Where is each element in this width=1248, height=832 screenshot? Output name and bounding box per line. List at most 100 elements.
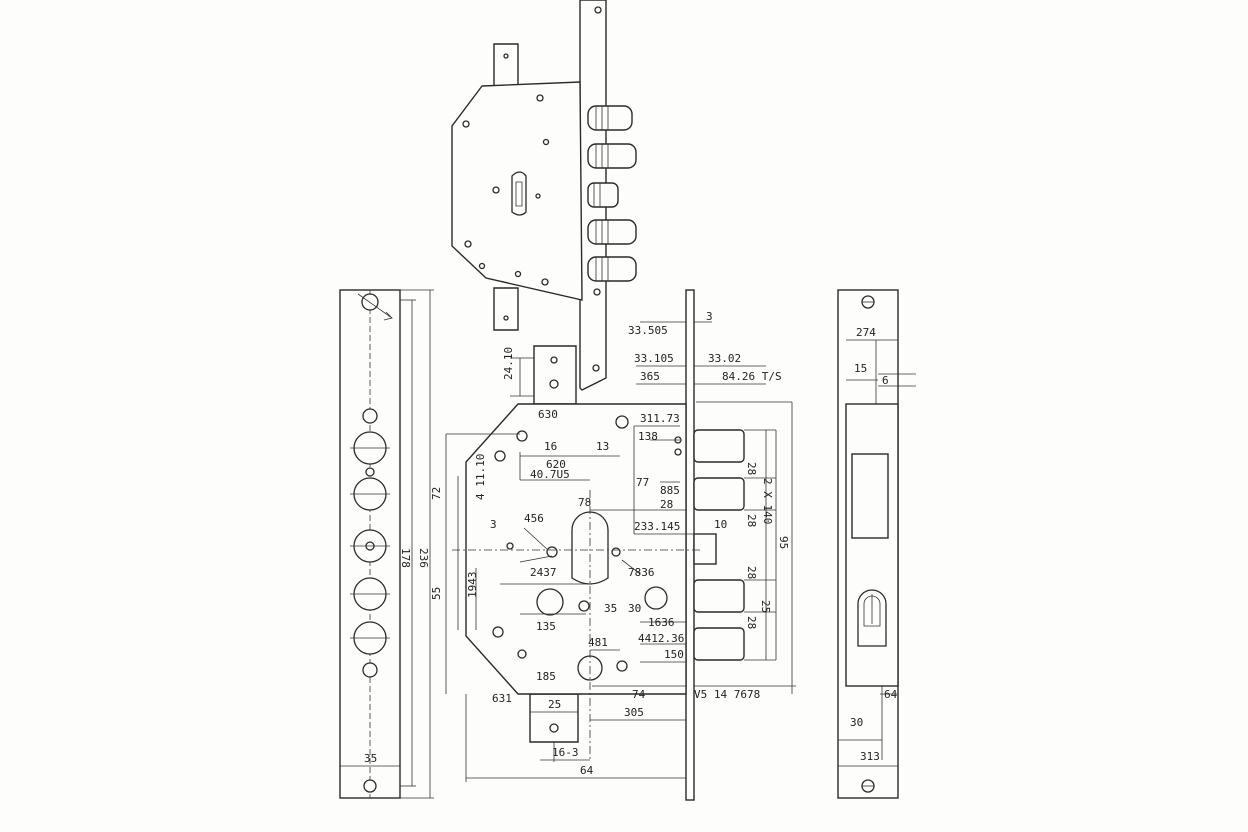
tab-hole-top: [503, 53, 509, 59]
strike-screw-bottom: [363, 779, 377, 793]
dim-138: 138: [638, 430, 658, 443]
dim-135: 135: [536, 620, 556, 633]
dim-r28c: 28: [745, 566, 758, 579]
dim-31173: 311.73: [640, 412, 680, 425]
main-bolts: [693, 429, 745, 661]
bolt: [693, 627, 745, 661]
cylinder-core: [863, 595, 881, 627]
screw: [462, 120, 470, 128]
screw: [464, 240, 472, 248]
screw: [514, 270, 522, 278]
dim-35-left: 35: [364, 752, 377, 765]
strike-cross-lines: [350, 447, 390, 639]
dim-r28d: 28: [745, 616, 758, 629]
dim-r95: 95: [777, 536, 790, 549]
dim-25: 25: [548, 698, 561, 711]
tab-top-hole: [549, 379, 559, 389]
faceplate-screw-bottom: [592, 364, 600, 372]
dim-r28a: 28: [745, 462, 758, 475]
dim-163: 16-3: [552, 746, 579, 759]
lock-perspective-view: [451, 0, 637, 391]
bolt: [587, 105, 633, 131]
dim-631: 631: [492, 692, 512, 705]
lock-front-view: 33.505 3 33.105 33.02 365 84.26 T/S 24.1…: [430, 289, 796, 801]
strike-hole: [362, 408, 378, 424]
dim-456: 456: [524, 512, 544, 525]
main-holes: [492, 415, 682, 681]
latch: [693, 533, 717, 565]
keyhole-inner: [515, 181, 523, 207]
faceplate-slot-top: [594, 6, 602, 14]
dim-1636: 1636: [648, 616, 675, 629]
tab-top-hole: [550, 356, 558, 364]
screw: [536, 94, 544, 102]
dim-236: 236: [417, 548, 430, 568]
bolt: [587, 143, 637, 169]
dim-30r: 30: [850, 716, 863, 729]
dim-274: 274: [856, 326, 876, 339]
screw: [478, 262, 486, 270]
screw: [542, 138, 550, 146]
dim-1943: 1943: [466, 572, 479, 599]
bolt: [693, 429, 745, 463]
dim-150: 150: [664, 648, 684, 661]
faceplate: [685, 289, 695, 801]
dim-15: 15: [854, 362, 867, 375]
side-dim-lines: [838, 339, 916, 767]
dim-64: 64: [580, 764, 594, 777]
dim-8426: 84.26 T/S: [722, 370, 782, 383]
dim-885: 885: [660, 484, 680, 497]
tab-top: [533, 345, 577, 405]
dim-r2x140: 2 X 140: [761, 478, 774, 524]
dim-185: 185: [536, 670, 556, 683]
dim-365: 365: [640, 370, 660, 383]
dim-13: 13: [596, 440, 609, 453]
dim-2437: 2437: [530, 566, 557, 579]
mount-tab-bottom: [493, 287, 519, 331]
dim-441236: 4412.36: [638, 632, 684, 645]
strike-plate-view: 178 236 35: [339, 289, 434, 799]
screw: [535, 193, 541, 199]
dim-4075: 40.7U5: [530, 468, 570, 481]
dim-33105: 33.105: [634, 352, 674, 365]
dim-r28b: 28: [745, 514, 758, 527]
dim-55: 55: [430, 587, 443, 600]
strike-hole: [362, 662, 378, 678]
dim-3b: 3: [490, 518, 497, 531]
bolt: [693, 477, 745, 511]
dim-620: 620: [546, 458, 566, 471]
dim-lines: [445, 321, 796, 782]
tab-bottom-hole: [549, 723, 559, 733]
dim-178: 178: [399, 548, 412, 568]
screw: [492, 186, 500, 194]
dim-7836: 7836: [628, 566, 655, 579]
dim-233145: 233.145: [634, 520, 680, 533]
case-screws: [462, 94, 550, 286]
dim-35: 35: [604, 602, 617, 615]
bolt-stack: [587, 105, 637, 282]
bolt: [587, 256, 637, 282]
dim-10: 10: [714, 518, 727, 531]
dim-313: 313: [860, 750, 880, 763]
dim-28: 28: [660, 498, 673, 511]
dim-va: V5 14 7678: [694, 688, 760, 701]
dim-6: 6: [882, 374, 889, 387]
dim-3: 3: [706, 310, 713, 323]
strike-screw: [365, 467, 375, 477]
screw: [541, 278, 549, 286]
keyhole-slot: [511, 171, 527, 216]
dim-30: 30: [628, 602, 641, 615]
dim-16: 16: [544, 440, 557, 453]
dim-78: 78: [578, 496, 591, 509]
bolt: [693, 579, 745, 613]
dim-74: 74: [632, 688, 646, 701]
faceplate-screw-top: [593, 288, 601, 296]
dim-41110: 4 11.10: [474, 454, 487, 500]
mount-tab-top: [493, 43, 519, 87]
lock-side-view: 274 15 6 64 30 313: [837, 289, 916, 799]
dim-72: 72: [430, 487, 443, 500]
side-latch-window: [851, 453, 889, 539]
dim-77: 77: [636, 476, 649, 489]
